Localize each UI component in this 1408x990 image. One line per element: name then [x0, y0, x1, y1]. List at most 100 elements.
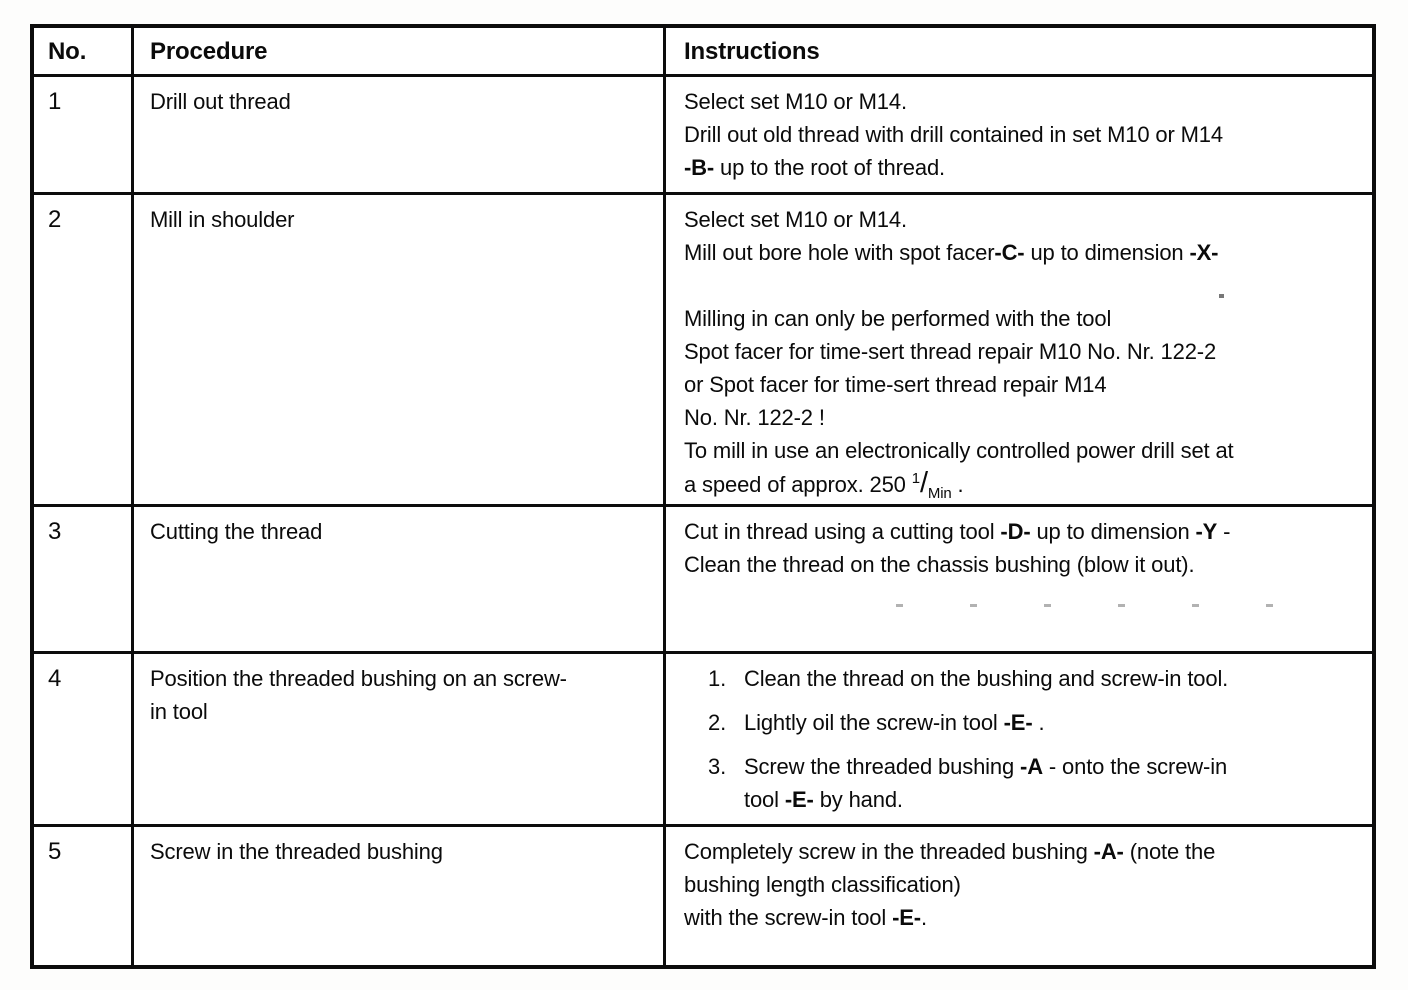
text-segment: Drill out old thread with drill containe… — [684, 122, 1223, 147]
text-segment: with the screw-in tool — [684, 905, 893, 930]
text-segment: tool — [744, 787, 785, 812]
cell-row-number: 4 — [34, 654, 134, 824]
cell-procedure: Drill out thread — [134, 77, 666, 192]
step-text: Clean the thread on the bushing and scre… — [744, 662, 1364, 695]
instruction-paragraph: Select set M10 or M14. Mill out bore hole… — [684, 203, 1364, 269]
text-line: Drill out old thread with drill containe… — [684, 118, 1364, 151]
text-line: a speed of approx. 250 1/Min . — [684, 467, 1364, 504]
text-segment: 1 — [911, 470, 920, 487]
text-line: Screw in the threaded bushing — [150, 839, 443, 864]
text-segment: Completely screw in the threaded bushing — [684, 839, 1094, 864]
step-number: 3. — [708, 754, 727, 779]
instruction-paragraph: Milling in can only be performed with th… — [684, 302, 1364, 504]
text-segment: / — [919, 467, 928, 499]
text-segment: Clean the thread on the chassis bushing … — [684, 552, 1195, 577]
text-segment: - onto the screw-in — [1042, 754, 1228, 779]
table-header-row: No. Procedure Instructions — [34, 28, 1372, 74]
bold-reference-token: -A- — [1093, 839, 1124, 864]
bold-reference-token: -D- — [1000, 519, 1031, 544]
bold-reference-token: -E- — [892, 905, 921, 930]
text-segment: a speed of approx. 250 — [684, 472, 912, 497]
text-line: Drill out thread — [150, 89, 291, 114]
text-line: bushing length classification) — [684, 868, 1364, 901]
cell-row-number: 1 — [34, 77, 134, 192]
text-segment: Screw the threaded bushing — [744, 754, 1021, 779]
numbered-step: 2. Lightly oil the screw-in tool -E- . — [684, 706, 1364, 739]
text-line: Spot facer for time-sert thread repair M… — [684, 335, 1364, 368]
cell-instructions: Completely screw in the threaded bushing… — [666, 827, 1372, 965]
text-segment: Spot facer for time-sert thread repair M… — [684, 339, 1217, 364]
text-segment: Mill out bore hole with spot facer — [684, 240, 995, 265]
text-line: Screw the threaded bushing -A - onto the… — [744, 750, 1364, 783]
text-segment: Clean the thread on the bushing and scre… — [744, 666, 1229, 691]
header-cell-procedure: Procedure — [134, 28, 666, 74]
text-line: Position the threaded bushing on an scre… — [150, 666, 567, 691]
header-cell-no: No. — [34, 28, 134, 74]
instruction-paragraph: Cut in thread using a cutting tool -D- u… — [684, 515, 1364, 581]
text-line: in tool — [150, 699, 208, 724]
text-segment: Cut in thread using a cutting tool — [684, 519, 1001, 544]
text-segment: No. Nr. 122-2 ! — [684, 405, 825, 430]
text-line: or Spot facer for time-sert thread repai… — [684, 368, 1364, 401]
text-line: Milling in can only be performed with th… — [684, 302, 1364, 335]
cell-instructions: Select set M10 or M14. Mill out bore hole… — [666, 195, 1372, 504]
text-segment: To mill in use an electronically control… — [684, 438, 1234, 463]
step-text: Screw the threaded bushing -A - onto the… — [744, 750, 1364, 816]
text-line: Cutting the thread — [150, 519, 323, 544]
text-segment: Milling in can only be performed with th… — [684, 306, 1112, 331]
numbered-step: 1.Clean the thread on the bushing and sc… — [684, 662, 1364, 695]
table-row: 2 Mill in shoulder Select set M10 or M14. M… — [34, 192, 1372, 504]
text-segment: up to dimension — [1030, 519, 1196, 544]
instruction-paragraph: Select set M10 or M14. Drill out old thre… — [684, 85, 1364, 184]
text-line: tool -E- by hand. — [744, 783, 1364, 816]
bold-reference-token: -Y — [1195, 519, 1218, 544]
text-line: Lightly oil the screw-in tool -E- . — [744, 706, 1364, 739]
text-line: No. Nr. 122-2 ! — [684, 401, 1364, 434]
text-segment: bushing length classification) — [684, 872, 961, 897]
cell-instructions: 1.Clean the thread on the bushing and sc… — [666, 654, 1372, 824]
text-segment: (note the — [1123, 839, 1216, 864]
text-segment: by hand. — [813, 787, 903, 812]
text-line: Completely screw in the threaded bushing… — [684, 835, 1364, 868]
text-line: Mill out bore hole with spot facer-C- up… — [684, 236, 1364, 269]
instruction-paragraph: Completely screw in the threaded bushing… — [684, 835, 1364, 934]
table-row: 1 Drill out thread Select set M10 or M14. D… — [34, 74, 1372, 192]
text-segment: . — [920, 905, 927, 930]
scan-artifact — [896, 604, 1326, 607]
cell-instructions: Select set M10 or M14. Drill out old thre… — [666, 77, 1372, 192]
text-segment: . — [1032, 710, 1045, 735]
text-line: Select set M10 or M14. — [684, 203, 1364, 236]
cell-procedure: Screw in the threaded bushing — [134, 827, 666, 965]
bold-reference-token: -C- — [994, 240, 1025, 265]
cell-row-number: 2 — [34, 195, 134, 504]
bold-reference-token: -X- — [1189, 240, 1219, 265]
cell-row-number: 3 — [34, 507, 134, 651]
text-line: Clean the thread on the chassis bushing … — [684, 548, 1364, 581]
scan-artifact — [1219, 294, 1224, 298]
cell-procedure: Cutting the thread — [134, 507, 666, 651]
cell-procedure: Mill in shoulder — [134, 195, 666, 504]
step-number: 2. — [708, 710, 727, 735]
text-segment: Min — [927, 485, 952, 502]
text-segment: Select set M10 or M14. — [684, 207, 907, 232]
bold-reference-token: -E- — [1003, 710, 1033, 735]
numbered-step: 3. Screw the threaded bushing -A - onto t… — [684, 750, 1364, 816]
table-row: 4 Position the threaded bushing on an scr… — [34, 651, 1372, 824]
text-line: Mill in shoulder — [150, 207, 295, 232]
text-segment: . — [951, 472, 964, 497]
text-line: Cut in thread using a cutting tool -D- u… — [684, 515, 1364, 548]
cell-instructions: Cut in thread using a cutting tool -D- u… — [666, 507, 1372, 651]
text-line: with the screw-in tool -E-. — [684, 901, 1364, 934]
text-line: Select set M10 or M14. — [684, 85, 1364, 118]
text-segment: Select set M10 or M14. — [684, 89, 907, 114]
text-segment: up to dimension — [1024, 240, 1190, 265]
text-segment: Lightly oil the screw-in tool — [744, 710, 1004, 735]
text-segment: - — [1217, 519, 1231, 544]
text-line: -B- up to the root of thread. — [684, 151, 1364, 184]
table-row: 3 Cutting the thread Cut in thread using a… — [34, 504, 1372, 651]
text-line: Clean the thread on the bushing and scre… — [744, 662, 1364, 695]
bold-reference-token: -A — [1020, 754, 1043, 779]
text-line: To mill in use an electronically control… — [684, 434, 1364, 467]
